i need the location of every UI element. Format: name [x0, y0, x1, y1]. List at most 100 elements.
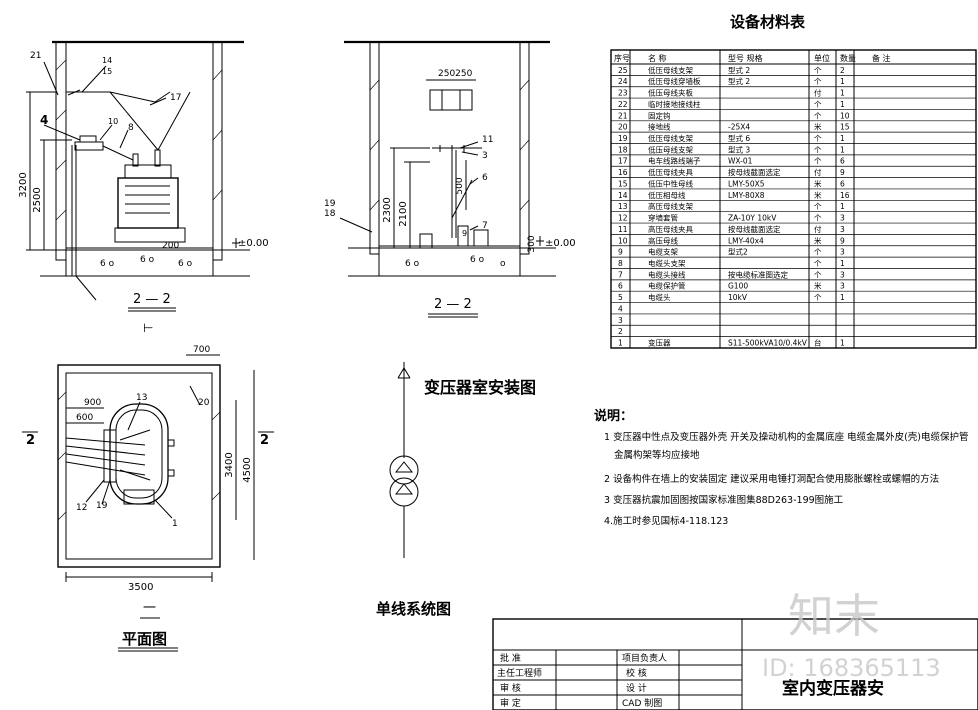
dim-3400: 3400: [224, 452, 235, 477]
table-cell-r18-c1: 电缆头接线: [648, 269, 686, 279]
table-cell-r13-c3: 个: [814, 214, 822, 223]
note-4: 4.施工时参见国标4-118.123: [604, 515, 728, 527]
table-cell-r13-c0: 12: [618, 214, 628, 223]
table-cell-r8-c4: 6: [840, 157, 845, 166]
single-line-title: 单线系统图: [376, 600, 451, 618]
table-cell-r14-c3: 付: [814, 224, 822, 234]
material-table-title: 设备材料表: [730, 13, 806, 31]
table-cell-r0-c4: 2: [840, 66, 845, 75]
table-cell-r6-c1: 低压母线支架: [648, 133, 693, 143]
callout-10: 10: [108, 117, 118, 126]
table-cell-r6-c2: 型式 6: [728, 133, 750, 143]
table-cell-r11-c3: 米: [814, 190, 822, 200]
table-cell-r4-c0: 21: [618, 111, 628, 120]
table-cell-r15-c4: 9: [840, 236, 845, 245]
section-marker-left: 2: [26, 433, 35, 448]
notes-heading: 说明：: [594, 408, 633, 424]
section-marker-right: 2: [260, 433, 269, 448]
note-2: 2 设备构件在墙上的安装固定 建议采用电锤打洞配合使用膨胀螺栓或螺帽的方法: [604, 473, 939, 485]
table-cell-r2-c0: 23: [618, 89, 628, 98]
table-cell-r16-c2: 型式2: [728, 247, 748, 257]
table-cell-r4-c3: 个: [814, 111, 822, 120]
dim-600: 600: [76, 413, 93, 423]
note-1b: 金属构架等均应接地: [614, 449, 700, 461]
table-cell-r17-c4: 1: [840, 259, 845, 268]
callout-8: 8: [128, 123, 134, 133]
table-cell-r20-c2: 10kV: [728, 293, 748, 302]
watermark-id: ID: 168365113: [762, 654, 941, 682]
table-cell-r0-c1: 低压母线支架: [648, 65, 693, 75]
table-cell-r20-c3: 个: [814, 293, 822, 302]
svg-text:⊢: ⊢: [143, 321, 153, 335]
callout-17: 17: [170, 93, 181, 103]
table-cell-r7-c2: 型式 3: [728, 144, 750, 154]
table-cell-r3-c3: 个: [814, 100, 822, 109]
tb-r1c3: 项目负责人: [622, 652, 667, 664]
table-cell-r13-c1: 穿墙套管: [648, 213, 678, 223]
table-header-2: 型号 规格: [728, 53, 763, 63]
table-cell-r24-c2: S11-500kVA10/0.4kV: [728, 339, 808, 348]
table-cell-r15-c3: 米: [814, 235, 822, 245]
table-cell-r19-c2: G100: [728, 282, 748, 291]
drawing-name: 室内变压器安: [782, 678, 884, 699]
svg-text:6 o: 6 o: [100, 259, 115, 269]
table-cell-r0-c2: 型式 2: [728, 65, 750, 75]
table-cell-r9-c0: 16: [618, 168, 628, 177]
table-cell-r6-c0: 19: [618, 134, 628, 143]
table-cell-r20-c0: 5: [618, 293, 623, 302]
callout-7: 7: [482, 221, 488, 231]
table-cell-r6-c3: 个: [814, 134, 822, 143]
table-cell-r12-c3: 个: [814, 202, 822, 211]
table-cell-r12-c4: 1: [840, 202, 845, 211]
dim-2100: 2100: [398, 201, 409, 226]
plan-title: 平面图: [122, 630, 167, 648]
table-cell-r10-c3: 米: [814, 178, 822, 188]
note-3: 3 变压器抗震加固图按国家标准图集88D263-199图施工: [604, 494, 844, 506]
table-cell-r15-c0: 10: [618, 236, 628, 245]
plan-callout-12: 12: [76, 503, 87, 513]
table-cell-r10-c0: 15: [618, 179, 628, 188]
dim-700: 700: [193, 345, 210, 355]
table-cell-r18-c0: 7: [618, 270, 623, 279]
table-cell-r16-c4: 3: [840, 248, 845, 257]
table-cell-r9-c4: 9: [840, 168, 845, 177]
table-cell-r1-c0: 24: [618, 77, 628, 86]
installation-title: 变压器室安装图: [424, 378, 536, 397]
callout-14: 14: [102, 56, 112, 65]
zero-level-left: ±0.00: [238, 238, 269, 249]
table-cell-r10-c4: 6: [840, 179, 845, 188]
single-line-diagram: 变压器室安装图 单线系统图: [376, 362, 536, 618]
table-cell-r15-c2: LMY-40x4: [728, 236, 764, 245]
table-cell-r9-c1: 低压母线夹具: [648, 167, 693, 177]
table-cell-r5-c2: -25X4: [728, 123, 750, 132]
callout-6: 6: [482, 173, 488, 183]
tb-r4c3: CAD 制图: [622, 697, 662, 709]
dim-2500: 2500: [32, 187, 43, 212]
table-cell-r18-c4: 3: [840, 270, 845, 279]
table-cell-r7-c4: 1: [840, 145, 845, 154]
table-cell-r10-c1: 低压中性母线: [648, 178, 693, 188]
svg-text:o: o: [500, 259, 506, 269]
table-header-4: 数量: [840, 53, 856, 63]
svg-text:6 o: 6 o: [405, 259, 420, 269]
table-cell-r6-c4: 1: [840, 134, 845, 143]
dim-2300: 2300: [382, 197, 393, 222]
table-cell-r18-c3: 个: [814, 270, 822, 279]
table-cell-r9-c3: 付: [814, 167, 822, 177]
callout-9: 9: [462, 229, 467, 238]
table-cell-r1-c4: 1: [840, 77, 845, 86]
plan-callout-19: 19: [96, 501, 108, 511]
dim-900: 900: [84, 398, 101, 408]
table-cell-r10-c2: LMY-50X5: [728, 179, 765, 188]
dim-250: 250250: [438, 69, 473, 79]
table-cell-r21-c0: 4: [618, 304, 623, 313]
table-cell-r15-c1: 高压母线: [648, 235, 678, 245]
table-cell-r5-c3: 米: [814, 122, 822, 132]
dim-4500: 4500: [242, 457, 253, 482]
table-cell-r12-c0: 13: [618, 202, 628, 211]
svg-text:6 o: 6 o: [178, 259, 193, 269]
table-cell-r16-c1: 电缆支架: [648, 247, 678, 257]
table-cell-r11-c2: LMY-80X8: [728, 191, 765, 200]
table-cell-r20-c4: 1: [840, 293, 845, 302]
tb-r3c3: 设 计: [626, 682, 647, 694]
